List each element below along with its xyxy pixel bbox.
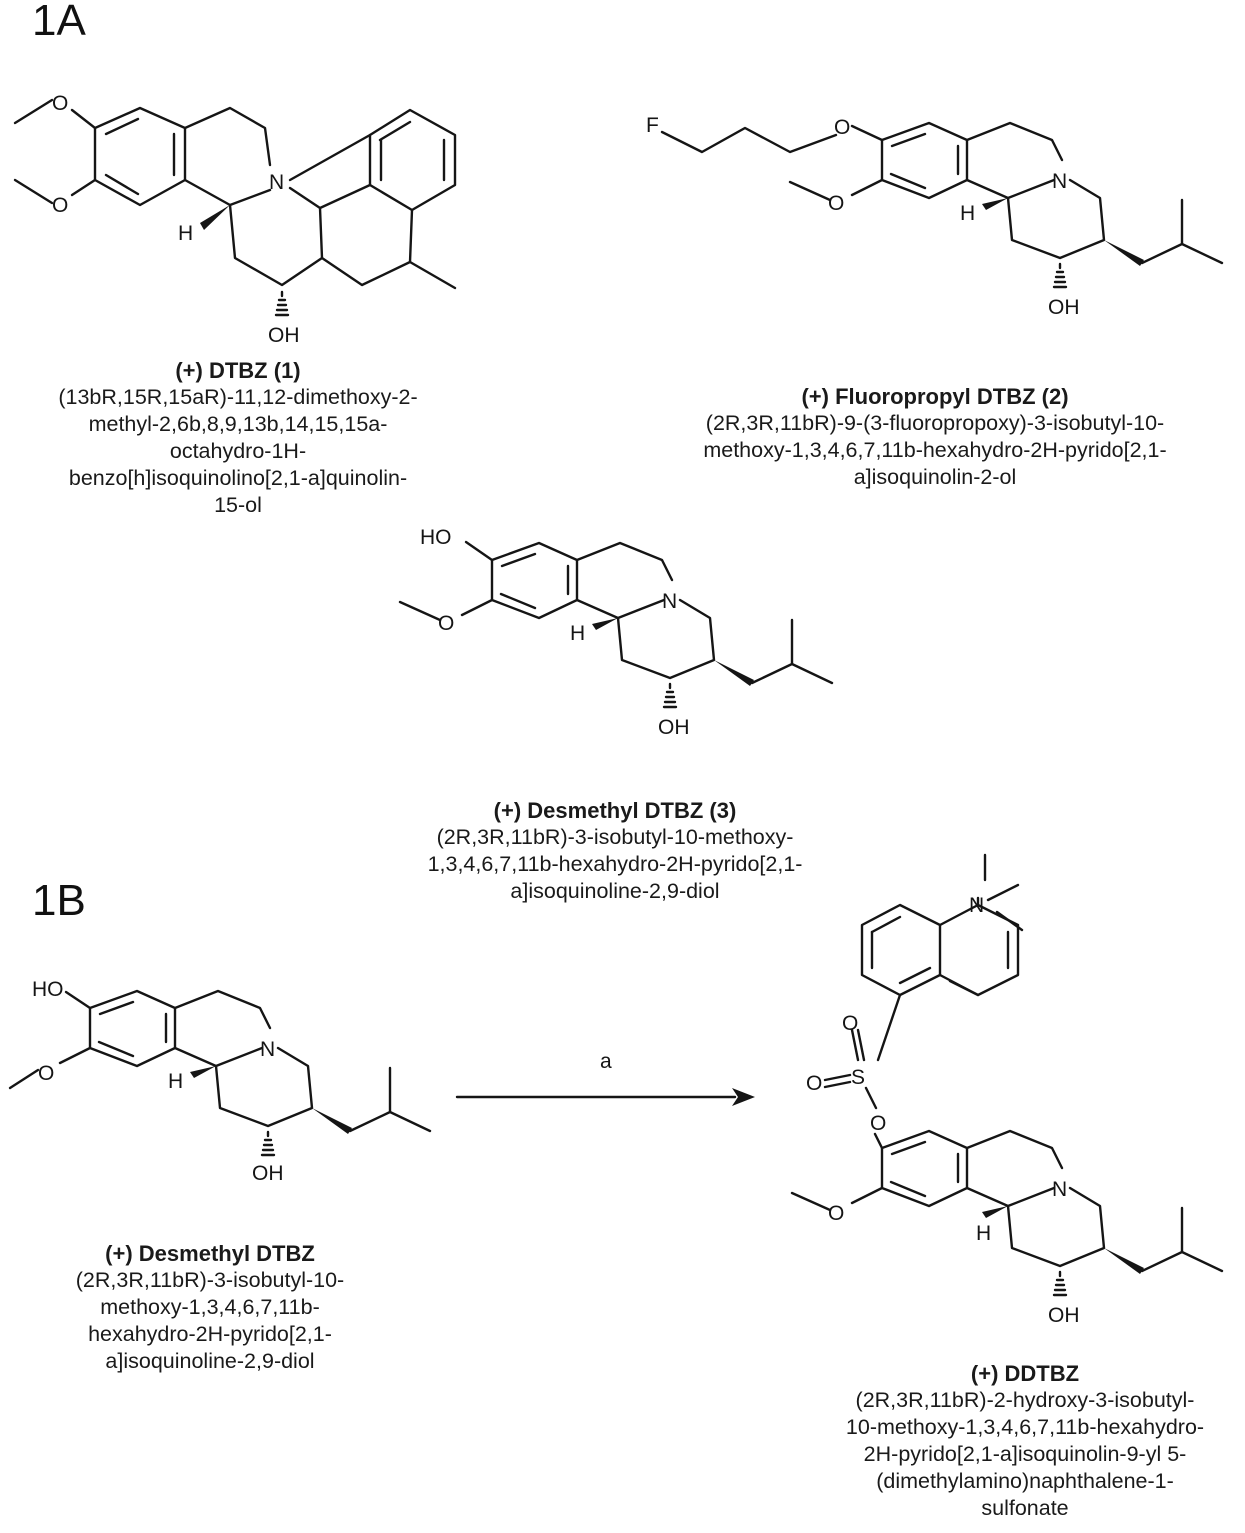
atom-ho: HO [32,978,64,1001]
caption-fluoropropyl-dtbz: (+) Fluoropropyl DTBZ (2) (2R,3R,11bR)-9… [635,383,1235,491]
iupac-line: 10-methoxy-1,3,4,6,7,11b-hexahydro- [845,1415,1205,1439]
structure-desmethyl-dtbz-3: HO O N H OH [398,526,834,739]
compound-title: (+) DTBZ (1) [175,358,301,383]
atom-n: N [269,171,284,194]
atom-n: N [1052,1178,1067,1201]
atom-h: H [168,1070,183,1093]
iupac-line: (13bR,15R,15aR)-11,12-dimethoxy-2- [58,385,418,409]
atom-h: H [960,202,975,225]
atom-oh: OH [252,1162,284,1185]
atom-o: O [834,116,850,139]
compound-title: (+) Desmethyl DTBZ (3) [493,798,737,823]
atom-s: S [851,1066,865,1089]
atom-n: N [662,590,677,613]
iupac-line: methyl-2,6b,8,9,13b,14,15,15a- [88,412,388,436]
atom-o: O [438,612,454,635]
atom-o: O [52,194,68,217]
compound-title: (+) Fluoropropyl DTBZ (2) [801,384,1069,409]
iupac-line: (2R,3R,11bR)-3-isobutyl-10- [75,1268,345,1292]
atom-f: F [646,114,659,137]
caption-dtbz: (+) DTBZ (1) (13bR,15R,15aR)-11,12-dimet… [0,357,476,519]
atom-n: N [969,894,984,917]
caption-ddtbz: (+) DDTBZ (2R,3R,11bR)-2-hydroxy-3-isobu… [805,1360,1245,1522]
iupac-line: 1,3,4,6,7,11b-hexahydro-2H-pyrido[2,1- [427,852,803,876]
atom-oh: OH [1048,1304,1080,1327]
iupac-line: a]isoquinolin-2-ol [853,465,1017,489]
iupac-line: (dimethylamino)naphthalene-1- [876,1469,1174,1493]
iupac-line: benzo[h]isoquinolino[2,1-a]quinolin- [68,466,408,490]
iupac-line: sulfonate [981,1496,1069,1520]
compound-title: (+) Desmethyl DTBZ [105,1241,315,1266]
reaction-reagent-label: a [600,1050,612,1073]
atom-o: O [842,1012,858,1035]
atom-oh: OH [658,716,690,739]
atom-h: H [178,222,193,245]
iupac-line: 2H-pyrido[2,1-a]isoquinolin-9-yl 5- [863,1442,1187,1466]
caption-desmethyl-dtbz-3: (+) Desmethyl DTBZ (3) (2R,3R,11bR)-3-is… [355,797,875,905]
atom-o: O [870,1112,886,1135]
iupac-line: octahydro-1H- [169,439,307,463]
iupac-line: (2R,3R,11bR)-2-hydroxy-3-isobutyl- [855,1388,1195,1412]
ddtbz-atom-labels: N S O O O [806,894,984,1135]
atom-n: N [1052,170,1067,193]
panel-label-1a: 1A [32,0,86,45]
iupac-line: hexahydro-2H-pyrido[2,1- [88,1322,332,1346]
structure-ddtbz [823,853,1024,1110]
atom-o: O [828,1202,844,1225]
iupac-line: methoxy-1,3,4,6,7,11b- [100,1295,320,1319]
structure-dtbz: O O N H OH [13,92,457,347]
atom-o: O [52,92,68,115]
atom-h: H [570,622,585,645]
iupac-line: 15-ol [214,493,262,517]
atom-o: O [38,1062,54,1085]
caption-desmethyl-dtbz: (+) Desmethyl DTBZ (2R,3R,11bR)-3-isobut… [30,1240,390,1375]
atom-o: O [828,192,844,215]
reaction-arrow: a [455,1050,755,1106]
structure-ddtbz-core: O N H OH [790,1129,1224,1327]
iupac-line: (2R,3R,11bR)-3-isobutyl-10-methoxy- [436,825,794,849]
structure-desmethyl-dtbz: HO O N H OH [8,978,432,1185]
iupac-line: methoxy-1,3,4,6,7,11b-hexahydro-2H-pyrid… [703,438,1167,462]
compound-title: (+) DDTBZ [970,1361,1080,1386]
panel-label-1b: 1B [32,876,86,925]
iupac-line: a]isoquinoline-2,9-diol [105,1349,315,1373]
iupac-line: (2R,3R,11bR)-9-(3-fluoropropoxy)-3-isobu… [705,411,1165,435]
iupac-line: a]isoquinoline-2,9-diol [510,879,720,903]
atom-ho: HO [420,526,452,549]
atom-o: O [806,1072,822,1095]
atom-oh: OH [268,324,300,347]
atom-oh: OH [1048,296,1080,319]
atom-n: N [260,1038,275,1061]
structure-fluoropropyl-dtbz: O F O N H OH [646,114,1224,319]
atom-h: H [976,1222,991,1245]
